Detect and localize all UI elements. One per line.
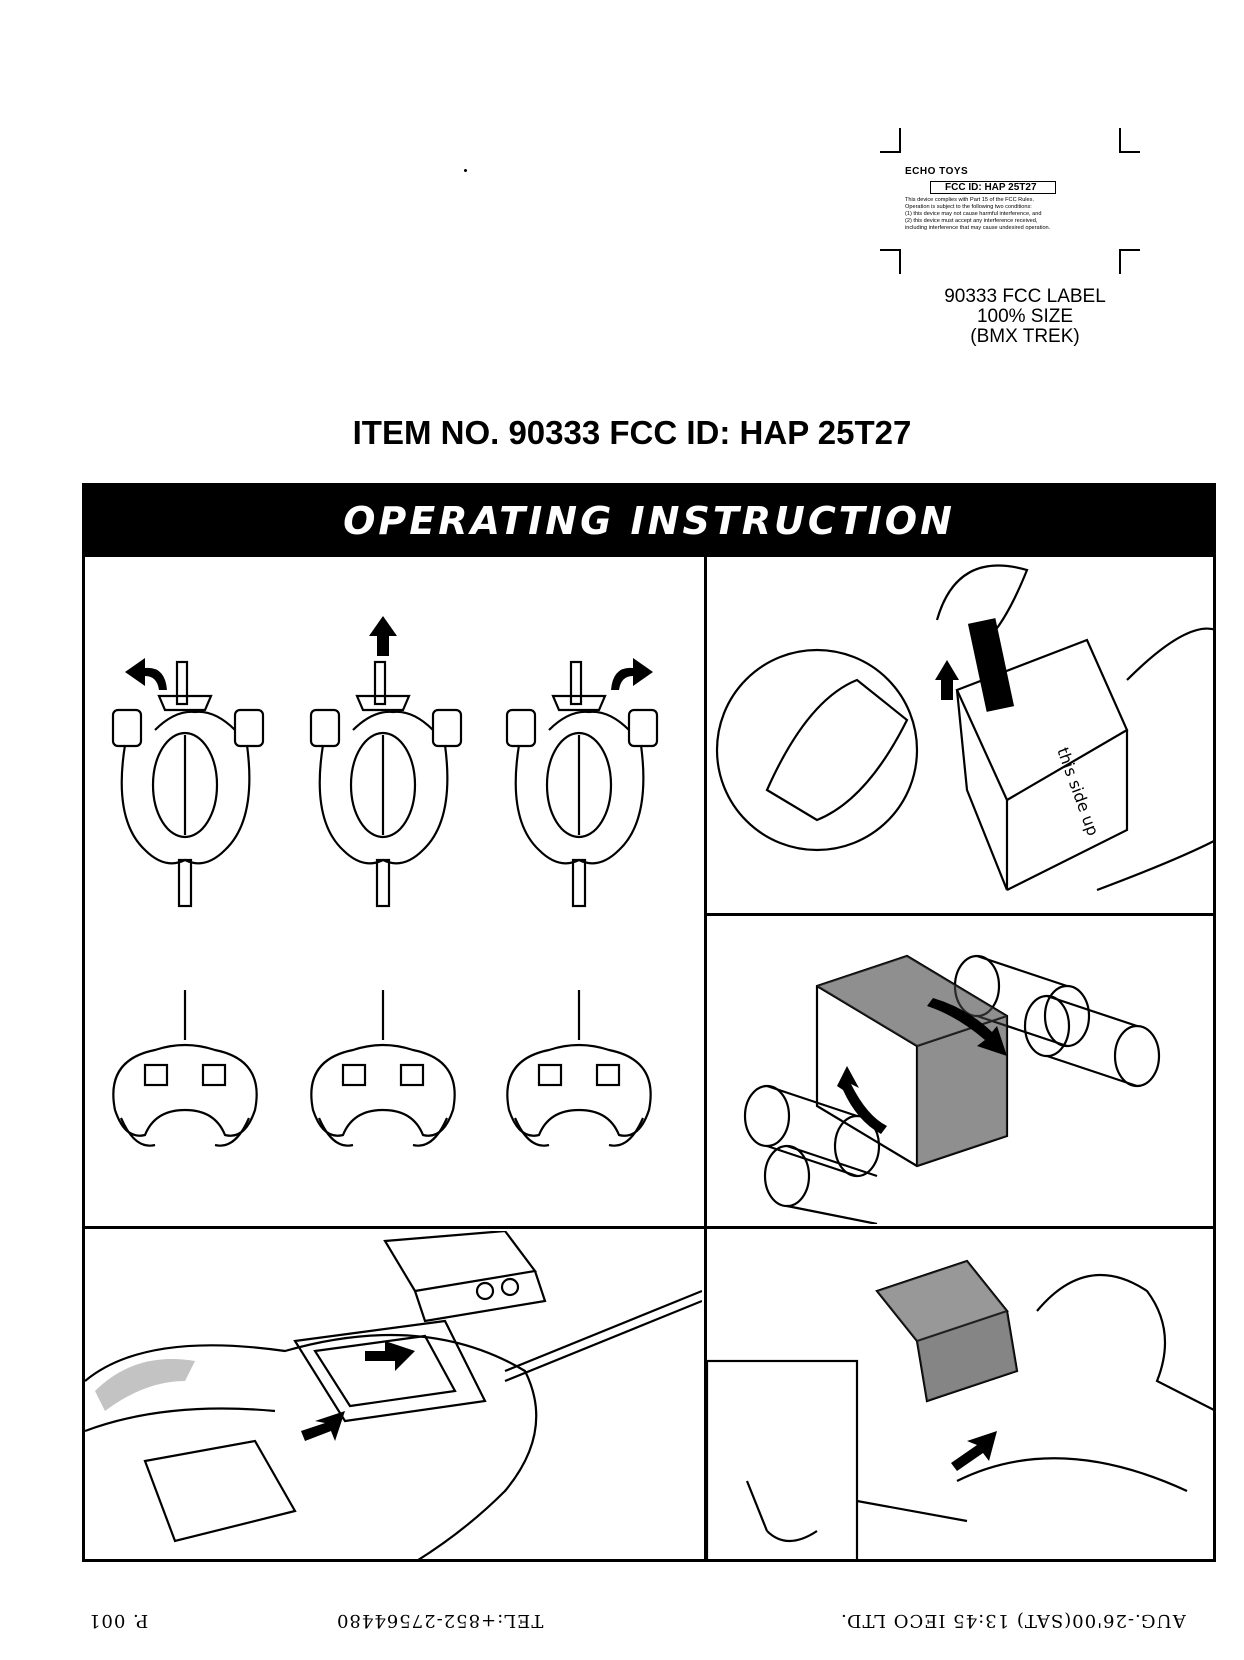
- fine-print-line: Operation is subject to the following tw…: [905, 204, 1115, 211]
- rider-straight: [311, 662, 461, 906]
- fax-footer-left: AUG.-26'00(SAT) 13:45 IECO LTD.: [840, 1610, 1186, 1631]
- arrow-icon: [837, 1066, 887, 1134]
- insert-batteries-illustration: [707, 916, 1216, 1224]
- controller-right: [507, 990, 650, 1146]
- caption-line: 100% SIZE: [900, 307, 1150, 327]
- steering-illustration: [85, 560, 702, 1224]
- arrow-icon: [365, 1341, 415, 1371]
- crop-mark-top-right: [1116, 128, 1144, 156]
- fine-print-line: (2) this device must accept any interfer…: [905, 218, 1115, 225]
- caption-line: (BMX TREK): [900, 327, 1150, 347]
- crop-mark-top-left: [876, 128, 904, 156]
- rider-turn-left: [113, 662, 263, 906]
- install-holder-panel: [707, 1231, 1216, 1562]
- fcc-label-fine-print: This device complies with Part 15 of the…: [905, 197, 1115, 232]
- divider: [85, 1226, 1216, 1229]
- fcc-label-caption: 90333 FCC LABEL 100% SIZE (BMX TREK): [900, 287, 1150, 347]
- crop-mark-bottom-left: [876, 246, 904, 274]
- fcc-label: ECHO TOYS FCC ID: HAP 25T27 This device …: [905, 166, 1115, 232]
- fcc-label-brand: ECHO TOYS: [905, 166, 1115, 177]
- arrow-icon: [951, 1431, 997, 1471]
- fcc-label-id-box: FCC ID: HAP 25T27: [930, 181, 1056, 194]
- battery-compartment-panel: this side up: [707, 560, 1216, 911]
- item-title: ITEM NO. 90333 FCC ID: HAP 25T27: [0, 414, 1244, 452]
- arrow-icon: [301, 1411, 345, 1441]
- fax-footer-middle: TEL:+852-27564480: [336, 1610, 543, 1631]
- insert-batteries-panel: [707, 916, 1216, 1224]
- arrow-left-icon: [125, 658, 167, 690]
- instruction-frame: OPERATING INSTRUCTION: [82, 483, 1216, 1562]
- crop-mark-bottom-right: [1116, 246, 1144, 274]
- fine-print-line: This device complies with Part 15 of the…: [905, 197, 1115, 204]
- operating-instruction-banner: OPERATING INSTRUCTION: [85, 486, 1213, 557]
- caption-line: 90333 FCC LABEL: [900, 287, 1150, 307]
- steering-panel: [85, 560, 702, 1224]
- controller-straight: [311, 990, 454, 1146]
- fax-footer-right: P. 001: [88, 1610, 148, 1631]
- arrow-up-icon: [369, 616, 397, 656]
- fine-print-line: including interference that may cause un…: [905, 225, 1115, 232]
- controller-left: [113, 990, 256, 1146]
- arrow-right-icon: [611, 658, 653, 690]
- install-holder-illustration: [707, 1231, 1216, 1562]
- fine-print-line: (1) this device may not cause harmful in…: [905, 211, 1115, 218]
- speck: [464, 169, 467, 172]
- controller-battery-panel: [85, 1231, 702, 1562]
- controller-battery-illustration: [85, 1231, 702, 1562]
- rider-turn-right: [507, 662, 657, 906]
- battery-compartment-illustration: this side up: [707, 560, 1216, 911]
